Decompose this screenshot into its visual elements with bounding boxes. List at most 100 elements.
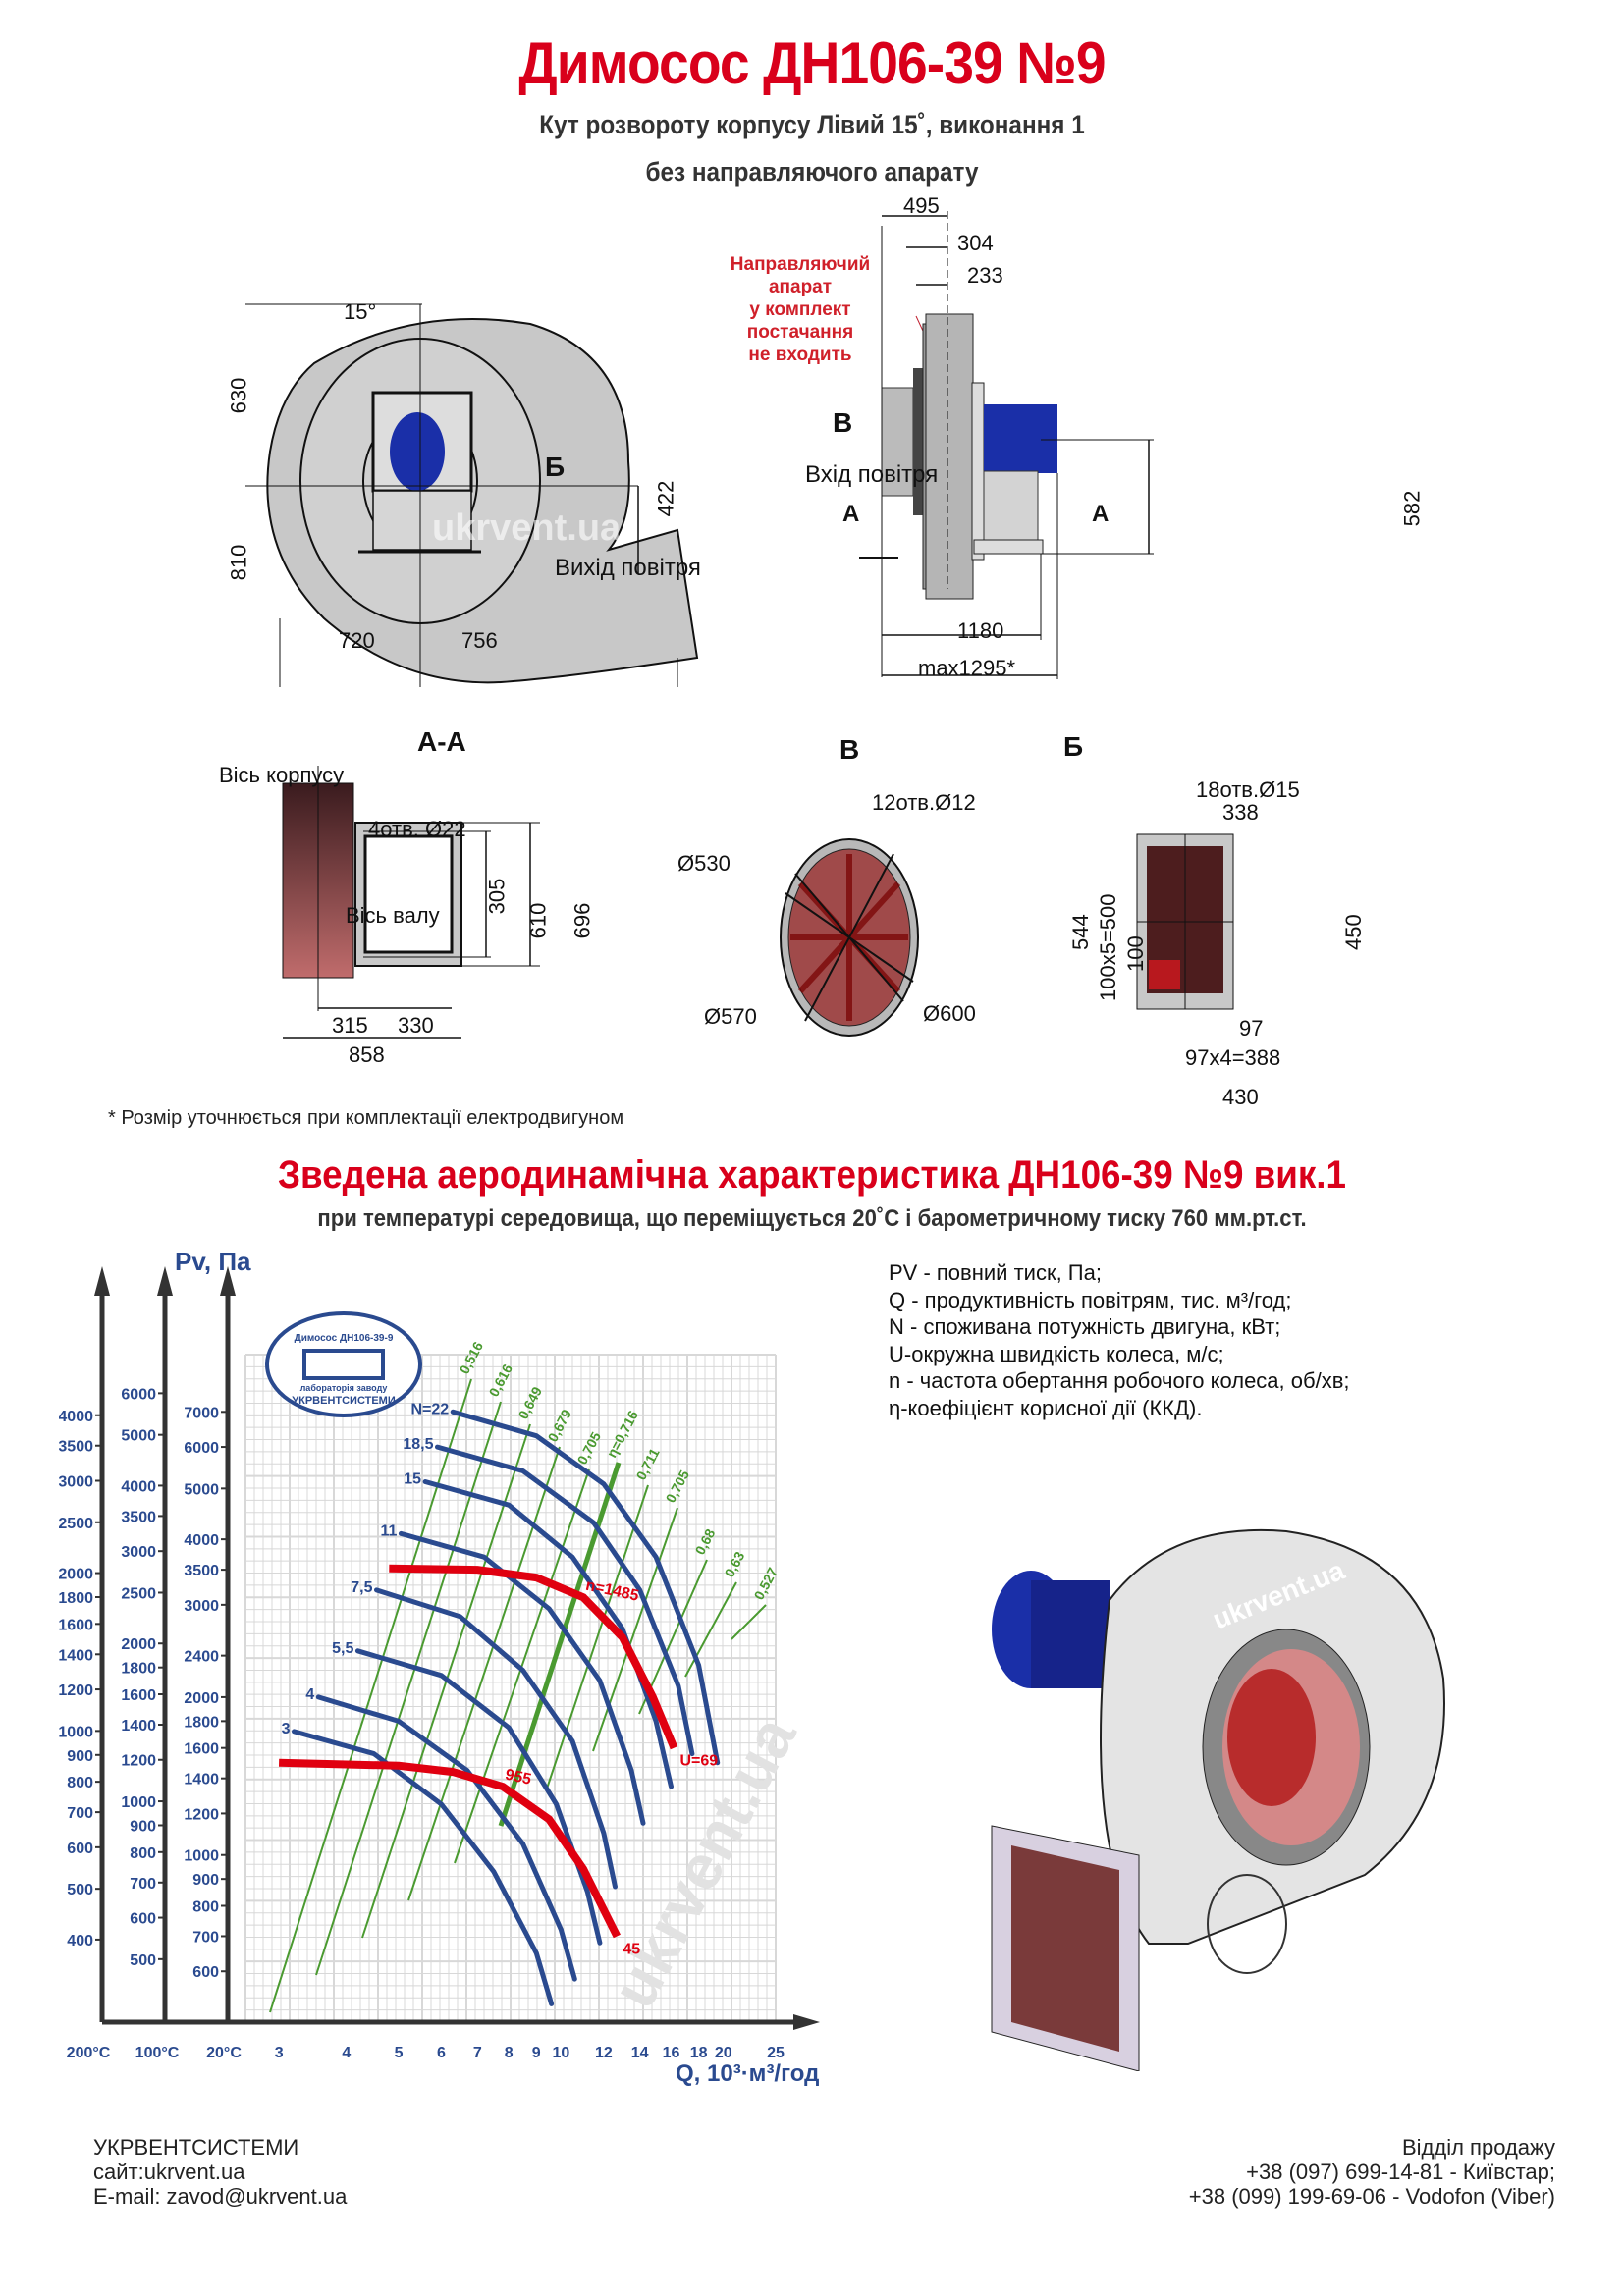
efficiency-line xyxy=(731,1604,767,1640)
y-tick-label: 900 xyxy=(67,1748,93,1765)
dim-100: 100 xyxy=(1123,935,1148,972)
legend-n-rpm: n - частота обертання робочого колеса, о… xyxy=(889,1368,1350,1393)
dim-305: 305 xyxy=(484,878,510,915)
power-curve xyxy=(398,1530,646,1826)
footer-sales-info: Відділ продажу +38 (097) 699-14-81 - Киї… xyxy=(1189,2135,1555,2209)
dim-315: 315 xyxy=(332,1013,368,1038)
chart-legend: PV - повний тиск, Па; Q - продуктивність… xyxy=(889,1259,1350,1421)
power-curve-label: 4 xyxy=(305,1686,314,1703)
y-axis-temp-label: 20°C xyxy=(206,2045,242,2061)
speed-curve-end-label: U=69 xyxy=(679,1753,718,1770)
front-view-drawing: ukrvent.ua xyxy=(245,303,699,687)
x-tick-label: 16 xyxy=(663,2045,680,2061)
stamp-bottom2: УКРВЕНТСИСТЕМИ xyxy=(292,1395,396,1407)
dim-720: 720 xyxy=(339,628,375,653)
dim-495: 495 xyxy=(903,193,940,218)
section-mark-a-left: А xyxy=(842,501,860,527)
power-curve xyxy=(435,1444,695,1757)
outlet-label: Вихід повітря xyxy=(555,555,701,581)
y-tick-label: 1000 xyxy=(59,1724,93,1740)
dim-630: 630 xyxy=(226,377,251,414)
power-curve-label: 3 xyxy=(282,1721,291,1737)
view-v-drawing xyxy=(780,838,919,1037)
dia-570: Ø570 xyxy=(704,1004,757,1029)
section-aa-title: А-А xyxy=(417,726,466,757)
y-axis-temp-label: 100°C xyxy=(135,2045,180,2061)
fan-3d-render: ukrvent.ua xyxy=(991,1528,1445,2071)
section-aa-drawing xyxy=(282,766,540,1039)
power-curve-label: 7,5 xyxy=(351,1579,372,1596)
efficiency-line xyxy=(315,1401,502,1976)
y-tick-label: 900 xyxy=(130,1818,156,1835)
power-curve-label: 5,5 xyxy=(332,1640,353,1657)
company-email[interactable]: E-mail: zavod@ukrvent.ua xyxy=(93,2184,348,2209)
y-tick-label: 4000 xyxy=(121,1478,156,1495)
y-tick-label: 1200 xyxy=(184,1806,219,1823)
legend-q: Q - продуктивність повітрям, тис. м³/год… xyxy=(889,1287,1292,1312)
power-curve xyxy=(422,1479,674,1789)
speed-curve xyxy=(278,1758,621,1939)
y-tick-label: 2500 xyxy=(59,1516,93,1532)
power-curve xyxy=(292,1729,555,2006)
chart-title: Зведена аеродинамічна характеристика ДН1… xyxy=(277,1153,1346,1197)
speed-curve-label: 955 xyxy=(504,1767,533,1789)
shaft-flange-3d xyxy=(1207,1874,1287,1974)
x-tick-label: 5 xyxy=(395,2045,404,2061)
side-view-drawing xyxy=(859,211,1154,679)
y-tick-label: 2500 xyxy=(121,1585,156,1602)
company-name: УКРВЕНТСИСТЕМИ xyxy=(93,2135,299,2160)
speed-curve-end-label: 45 xyxy=(623,1941,640,1957)
dim-304: 304 xyxy=(957,231,994,255)
dim-330: 330 xyxy=(398,1013,434,1038)
view-mark-v: В xyxy=(833,407,853,438)
section-mark-b-front: Б xyxy=(545,452,566,482)
lab-stamp: Димосос ДН106-39-9 лабораторія заводу УК… xyxy=(265,1311,422,1417)
y-tick-label: 1800 xyxy=(59,1590,93,1607)
phone-vodafone[interactable]: +38 (099) 199-69-06 - Vodofon (Viber) xyxy=(1188,2184,1555,2209)
power-curve xyxy=(450,1409,721,1766)
dim-430: 430 xyxy=(1222,1085,1259,1109)
y-tick-label: 3000 xyxy=(184,1598,219,1615)
y-tick-label: 7000 xyxy=(184,1405,219,1421)
efficiency-line xyxy=(407,1446,561,1901)
y-tick-label: 400 xyxy=(67,1933,93,1949)
dia-530: Ø530 xyxy=(677,851,731,876)
x-tick-label: 10 xyxy=(552,2045,569,2061)
y-tick-label: 2000 xyxy=(59,1567,93,1583)
x-tick-label: 8 xyxy=(505,2045,514,2061)
dim-858: 858 xyxy=(349,1042,385,1067)
y-tick-label: 2400 xyxy=(184,1649,219,1666)
power-curve-label: N=22 xyxy=(410,1401,449,1417)
phone-kyivstar[interactable]: +38 (097) 699-14-81 - Київстар; xyxy=(1246,2160,1555,2184)
y-axis-arrow xyxy=(220,1266,236,1296)
y-axis-title: Pv, Па xyxy=(175,1247,251,1276)
legend-eta: η-коефіцієнт корисної дії (ККД). xyxy=(889,1395,1203,1420)
company-site[interactable]: сайт:ukrvent.ua xyxy=(93,2160,245,2184)
motor-side xyxy=(984,404,1057,473)
axis-body-label: Вісь корпусу xyxy=(219,763,345,787)
y-tick-label: 4000 xyxy=(184,1532,219,1549)
y-tick-label: 4000 xyxy=(59,1409,93,1425)
y-tick-label: 1000 xyxy=(121,1794,156,1811)
guide-apparatus-note: Направляючий апарат у комплект постачанн… xyxy=(730,254,871,365)
x-tick-label: 20 xyxy=(715,2045,732,2061)
dim-338: 338 xyxy=(1222,800,1259,825)
efficiency-label: 0,63 xyxy=(722,1549,748,1580)
speed-curve xyxy=(389,1564,678,1750)
view-b-drawing xyxy=(1136,833,1234,1010)
y-tick-label: 1200 xyxy=(59,1682,93,1699)
power-curve xyxy=(354,1648,603,1946)
y-tick-label: 2000 xyxy=(184,1690,219,1707)
y-tick-label: 800 xyxy=(67,1775,93,1791)
power-curve-label: 18,5 xyxy=(403,1436,433,1453)
stamp-bottom1: лабораторія заводу xyxy=(300,1383,388,1393)
y-tick-label: 500 xyxy=(67,1882,93,1898)
dim-696: 696 xyxy=(569,902,595,939)
chart-watermark: ukrvent.ua xyxy=(598,1705,810,2019)
section-mark-a-right: А xyxy=(1092,501,1110,527)
inlet-label: Вхід повітря xyxy=(805,461,939,488)
y-tick-label: 1200 xyxy=(121,1753,156,1770)
motor-body xyxy=(390,412,445,491)
dim-97x4: 97x4=388 xyxy=(1185,1045,1281,1070)
